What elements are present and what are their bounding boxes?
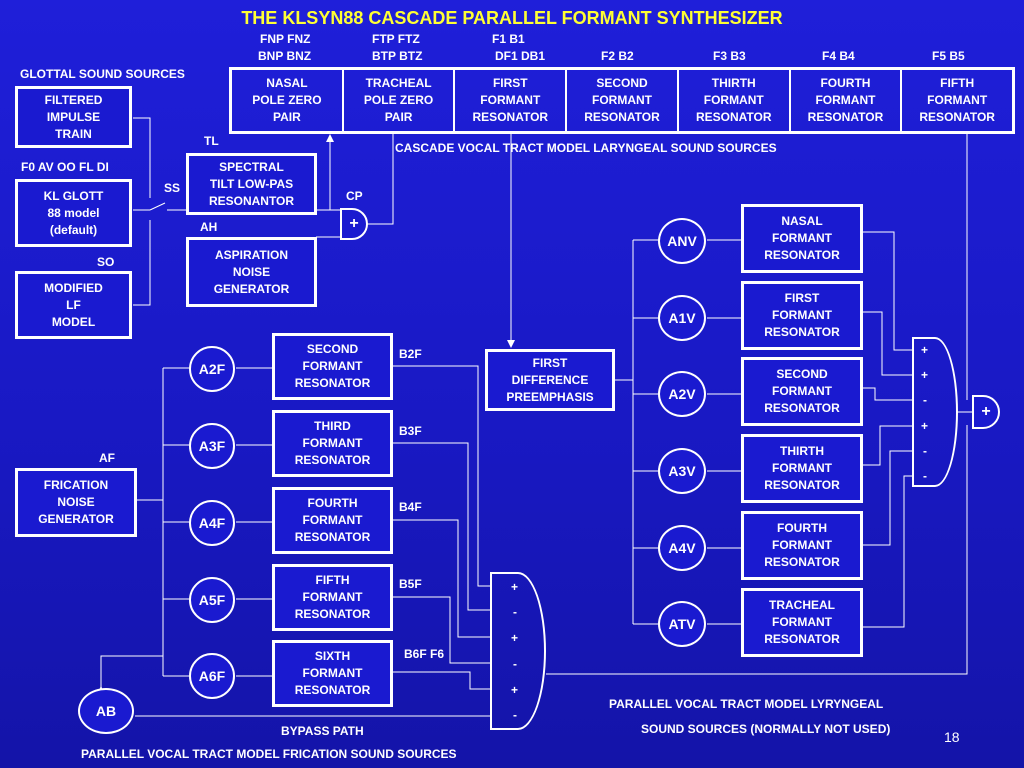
b3f-label: B3F	[399, 424, 422, 438]
filtered-impulse-train-box: FILTERED IMPULSE TRAIN	[15, 86, 132, 148]
output-adder: +	[972, 395, 1000, 429]
laryngeal-sign-3: -	[923, 393, 927, 407]
b4f-label: B4F	[399, 500, 422, 514]
gain-a2f: A2F	[189, 346, 235, 392]
aspiration-noise-box: ASPIRATION NOISE GENERATOR	[186, 237, 317, 307]
cascade-nasal-pole-zero: NASAL POLE ZERO PAIR	[232, 70, 344, 131]
modified-lf-box: MODIFIED LF MODEL	[15, 271, 132, 339]
frication-second-formant-box: SECOND FORMANT RESONATOR	[272, 333, 393, 400]
laryngeal-first-formant-box: FIRST FORMANT RESONATOR	[741, 281, 863, 350]
frication-sign-6: -	[513, 708, 517, 722]
gain-ab: AB	[78, 688, 134, 734]
so-label: SO	[97, 255, 115, 269]
param-bnp-bnz: BNP BNZ	[258, 49, 312, 63]
gain-a4f: A4F	[189, 500, 235, 546]
parallel-laryngeal-caption-line1: PARALLEL VOCAL TRACT MODEL LYRYNGEAL	[609, 697, 884, 711]
laryngeal-summer	[912, 337, 958, 487]
spectral-tilt-box: SPECTRAL TILT LOW-PAS RESONANTOR	[186, 153, 317, 215]
cascade-first-formant: FIRST FORMANT RESONATOR	[455, 70, 568, 131]
frication-noise-box: FRICATION NOISE GENERATOR	[15, 468, 137, 537]
parallel-laryngeal-caption-line2: SOUND SOURCES (NORMALLY NOT USED)	[641, 722, 891, 736]
param-f1-b1: F1 B1	[492, 32, 525, 46]
cp-label: CP	[346, 189, 363, 203]
f0-params-label: F0 AV OO FL DI	[21, 160, 109, 174]
gain-a1v: A1V	[658, 295, 706, 341]
param-f5-b5: F5 B5	[932, 49, 965, 63]
b6f-f6-label: B6F F6	[404, 647, 445, 661]
glottal-sources-label: GLOTTAL SOUND SOURCES	[20, 67, 185, 81]
gain-atv: ATV	[658, 601, 706, 647]
param-df1-db1: DF1 DB1	[495, 49, 546, 63]
cascade-second-formant: SECOND FORMANT RESONATOR	[567, 70, 679, 131]
frication-fourth-formant-box: FOURTH FORMANT RESONATOR	[272, 487, 393, 554]
page-number: 18	[944, 729, 960, 745]
cascade-tracheal-pole-zero: TRACHEAL POLE ZERO PAIR	[344, 70, 456, 131]
param-f3-b3: F3 B3	[713, 49, 746, 63]
frication-sign-1: +	[511, 580, 519, 594]
laryngeal-second-formant-box: SECOND FORMANT RESONATOR	[741, 357, 863, 426]
gain-a5f: A5F	[189, 577, 235, 623]
param-f2-b2: F2 B2	[601, 49, 634, 63]
cascade-third-formant: THIRTH FORMANT RESONATOR	[679, 70, 791, 131]
laryngeal-fourth-formant-box: FOURTH FORMANT RESONATOR	[741, 511, 863, 580]
laryngeal-tracheal-formant-box: TRACHEAL FORMANT RESONATOR	[741, 588, 863, 657]
laryngeal-sign-1: +	[921, 343, 929, 357]
laryngeal-sign-5: -	[923, 444, 927, 458]
b2f-label: B2F	[399, 347, 422, 361]
gain-a3v: A3V	[658, 448, 706, 494]
frication-sign-2: -	[513, 605, 517, 619]
frication-fifth-formant-box: FIFTH FORMANT RESONATOR	[272, 564, 393, 631]
param-btp-btz: BTP BTZ	[372, 49, 423, 63]
cascade-fifth-formant: FIFTH FORMANT RESONATOR	[919, 76, 995, 124]
param-f4-b4: F4 B4	[822, 49, 855, 63]
frication-sign-3: +	[511, 631, 519, 645]
gain-a3f: A3F	[189, 423, 235, 469]
laryngeal-sign-6: -	[923, 469, 927, 483]
af-label: AF	[99, 451, 115, 465]
b5f-label: B5F	[399, 577, 422, 591]
ss-label: SS	[164, 181, 181, 195]
diagram-title: THE KLSYN88 CASCADE PARALLEL FORMANT SYN…	[241, 8, 783, 28]
gain-a4v: A4V	[658, 525, 706, 571]
frication-sign-5: +	[511, 683, 519, 697]
kl-glott-box: KL GLOTT 88 model (default)	[15, 179, 132, 247]
gain-a6f: A6F	[189, 653, 235, 699]
frication-third-formant-box: THIRD FORMANT RESONATOR	[272, 410, 393, 477]
first-difference-box: FIRST DIFFERENCE PREEMPHASIS	[485, 349, 615, 411]
cascade-caption: CASCADE VOCAL TRACT MODEL LARYNGEAL SOUN…	[395, 141, 777, 155]
frication-summer	[490, 572, 546, 730]
cascade-fourth-formant: FOURTH FORMANT RESONATOR	[791, 70, 903, 131]
tl-label: TL	[204, 134, 219, 148]
gain-a2v: A2V	[658, 371, 706, 417]
frication-sixth-formant-box: SIXTH FORMANT RESONATOR	[272, 640, 393, 707]
laryngeal-sign-4: +	[921, 419, 929, 433]
laryngeal-third-formant-box: THIRTH FORMANT RESONATOR	[741, 434, 863, 503]
parallel-frication-caption: PARALLEL VOCAL TRACT MODEL FRICATION SOU…	[81, 747, 457, 761]
gain-anv: ANV	[658, 218, 706, 264]
param-fnp-fnz: FNP FNZ	[260, 32, 311, 46]
bypass-path-label: BYPASS PATH	[281, 724, 364, 738]
param-ftp-ftz: FTP FTZ	[372, 32, 420, 46]
laryngeal-sign-2: +	[921, 368, 929, 382]
cascade-adder: +	[340, 208, 368, 240]
laryngeal-nasal-formant-box: NASAL FORMANT RESONATOR	[741, 204, 863, 273]
cascade-chain: NASAL POLE ZERO PAIR TRACHEAL POLE ZERO …	[229, 67, 1015, 134]
ah-label: AH	[200, 220, 218, 234]
frication-sign-4: -	[513, 657, 517, 671]
